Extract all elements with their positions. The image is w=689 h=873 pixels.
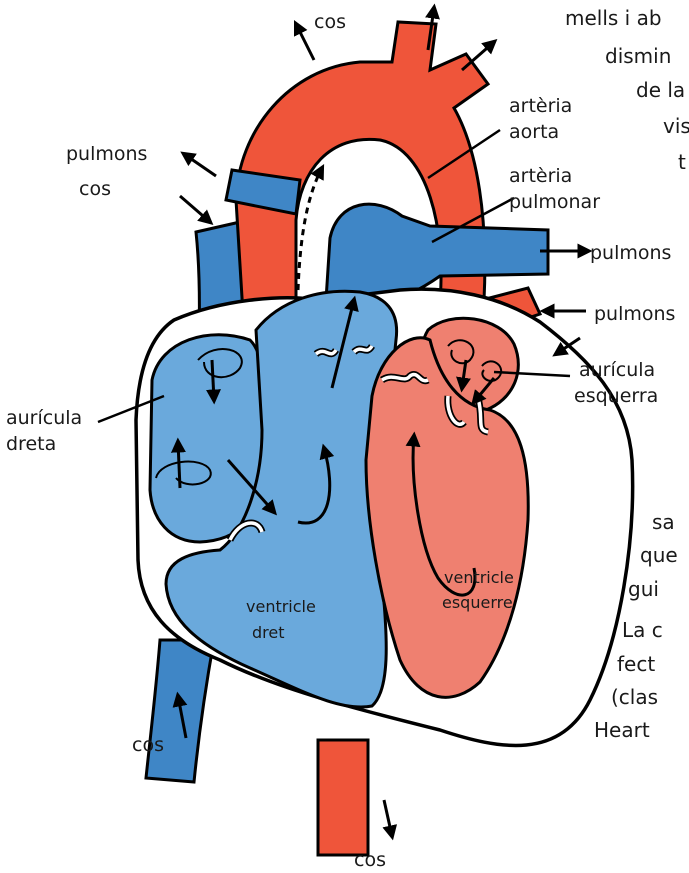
- flow-arrow-ra-down: [212, 360, 214, 400]
- label-auricula-esquerra-1: aurícula: [579, 359, 655, 381]
- label-cos-bottom-left: cos: [132, 734, 164, 756]
- arrow-cos-left: [180, 196, 210, 222]
- arrow-cos-top-left: [296, 24, 314, 60]
- label-arteria-aorta-2: aorta: [509, 121, 559, 143]
- label-arteria-aorta-1: artèria: [509, 95, 572, 117]
- label-cos-top: cos: [314, 11, 346, 33]
- label-pulmons-left: pulmons: [66, 143, 147, 165]
- arrow-cos-bottom: [384, 800, 392, 836]
- label-ventricle-esquerre-2: esquerre: [442, 593, 513, 612]
- label-pulmons-right-2: pulmons: [594, 303, 675, 325]
- arrow-pulmons-left: [184, 154, 216, 176]
- label-ventricle-dret-2: dret: [252, 623, 285, 642]
- label-arteria-pulmonar-2: pulmonar: [509, 191, 600, 213]
- label-auricula-dreta-2: dreta: [6, 433, 56, 455]
- label-pulmons-right-1: pulmons: [590, 242, 671, 264]
- label-arteria-pulmonar-1: artèria: [509, 165, 572, 187]
- label-auricula-dreta-1: aurícula: [6, 407, 82, 429]
- label-auricula-esquerra-2: esquerra: [574, 385, 658, 407]
- label-cos-left: cos: [79, 178, 111, 200]
- label-ventricle-dret-1: ventricle: [246, 597, 316, 616]
- label-ventricle-esquerre-1: ventricle: [444, 568, 514, 587]
- descending-aorta: [318, 740, 368, 855]
- label-cos-bottom: cos: [354, 849, 386, 871]
- flow-arrow-ra-up: [178, 442, 180, 488]
